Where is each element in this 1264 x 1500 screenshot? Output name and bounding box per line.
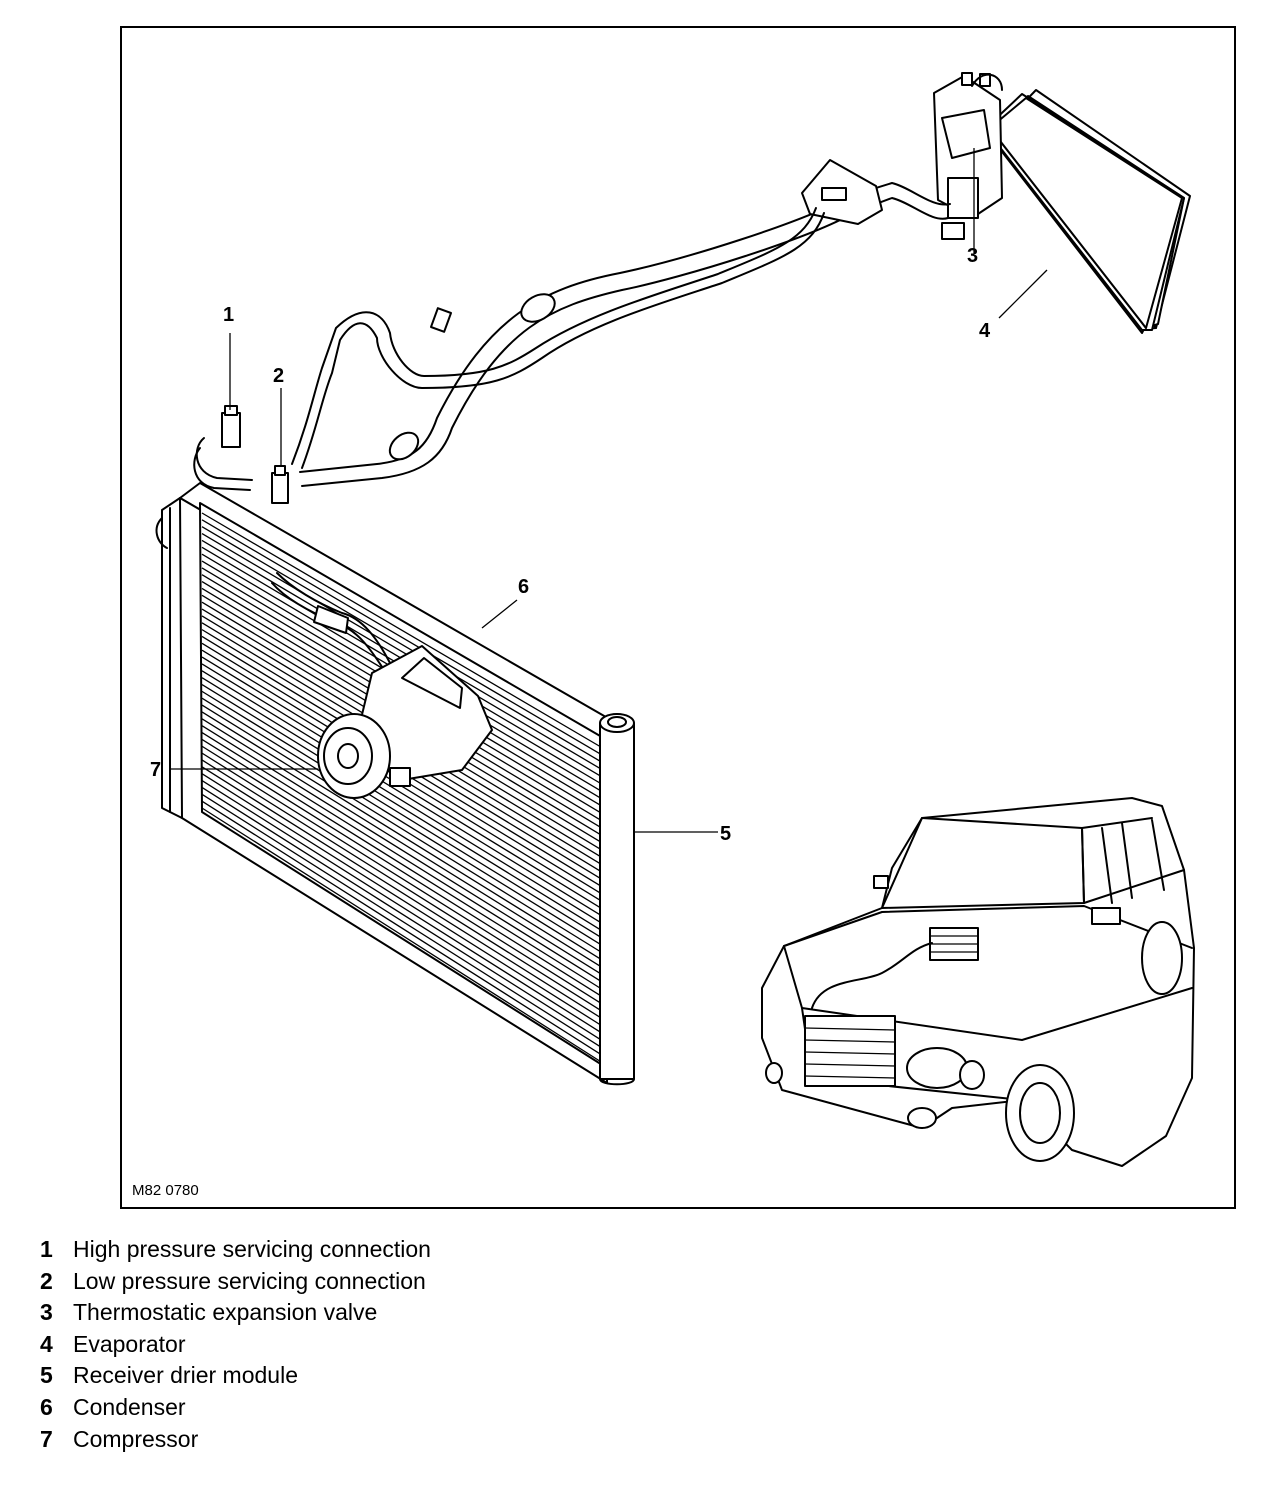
- air-conditioning-system-illustration: [155, 72, 1195, 1167]
- legend-number: 4: [40, 1330, 53, 1357]
- refrigerant-lines: [193, 159, 951, 504]
- compressor-drawing: [271, 572, 493, 799]
- legend-number: 6: [40, 1393, 53, 1420]
- legend-label: Low pressure servicing connection: [73, 1267, 426, 1294]
- legend-label: Evaporator: [73, 1330, 186, 1357]
- legend-number: 7: [40, 1425, 53, 1452]
- legend-label: Thermostatic expansion valve: [73, 1299, 378, 1326]
- vehicle-locator-drawing: [761, 797, 1195, 1167]
- evaporator-drawing: [985, 89, 1191, 334]
- legend-item: 7 Compressor: [40, 1424, 431, 1456]
- legend-item: 5 Receiver drier module: [40, 1360, 431, 1392]
- legend-item: 3 Thermostatic expansion valve: [40, 1297, 431, 1329]
- callout-3: 3: [967, 245, 979, 267]
- legend-list: 1 High pressure servicing connection 2 Low…: [40, 1234, 431, 1455]
- legend-label: High pressure servicing connection: [73, 1236, 431, 1262]
- legend-label: Receiver drier module: [73, 1362, 298, 1389]
- legend-label: Condenser: [73, 1393, 186, 1420]
- legend-item: 4 Evaporator: [40, 1329, 431, 1361]
- legend-item: 1 High pressure servicing connection: [40, 1234, 431, 1266]
- callout-7: 7: [150, 759, 162, 781]
- legend-number: 2: [40, 1267, 53, 1294]
- callout-6: 6: [518, 576, 530, 598]
- legend-number: 1: [40, 1236, 53, 1262]
- callout-1: 1: [223, 304, 235, 326]
- legend-number: 3: [40, 1299, 53, 1326]
- diagram-frame: 1 2 3 4 5 6 7 M82 0780: [120, 26, 1236, 1209]
- legend-label: Compressor: [73, 1425, 199, 1452]
- receiver-drier-drawing: [599, 713, 635, 1086]
- figure-reference-code: M82 0780: [132, 1182, 199, 1199]
- callout-2: 2: [273, 365, 285, 387]
- legend-item: 2 Low pressure servicing connection: [40, 1266, 431, 1298]
- expansion-valve-drawing: [933, 72, 1003, 240]
- callout-5: 5: [720, 823, 732, 845]
- legend-item: 6 Condenser: [40, 1392, 431, 1424]
- legend-number: 5: [40, 1362, 53, 1389]
- callout-leaders: [170, 148, 1048, 833]
- callout-4: 4: [979, 320, 991, 342]
